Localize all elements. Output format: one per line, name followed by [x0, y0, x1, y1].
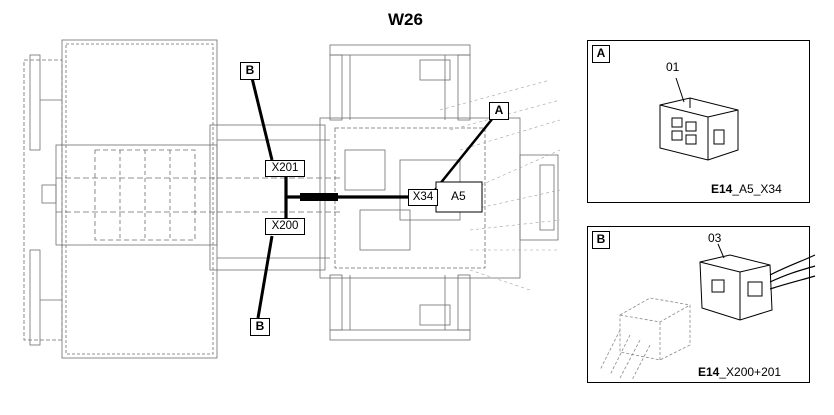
diagram-title: W26 — [388, 10, 423, 29]
detail-a-tag: A — [592, 45, 610, 63]
connector-x201-label: X201 — [265, 160, 305, 177]
mating-connector-drawing — [599, 297, 691, 381]
connector-03-drawing — [699, 243, 816, 321]
module-a5-box — [435, 181, 483, 213]
detail-a-caption: E14_A5_X34 — [711, 182, 782, 196]
module-a5-label: A5 — [451, 189, 466, 203]
detail-b-caption-bold: E14 — [698, 365, 720, 379]
callout-b-top: B — [240, 62, 260, 80]
detail-b-caption: E14_X200+201 — [698, 365, 781, 379]
detail-a-caption-bold: E14 — [711, 182, 733, 196]
leader-b-top — [250, 77, 274, 161]
callout-b-bottom: B — [250, 318, 270, 336]
leader-b-bottom — [256, 235, 274, 319]
connector-01-drawing — [659, 77, 739, 161]
connector-x34-label: X34 — [408, 189, 438, 206]
connector-x200-label: X200 — [265, 218, 305, 235]
detail-a-panel — [587, 40, 810, 203]
machine-outline — [23, 39, 561, 359]
drum-frame — [61, 39, 218, 359]
wire-harness — [250, 77, 494, 319]
callout-a: A — [489, 102, 509, 120]
detail-a-caption-rest: _A5_X34 — [732, 182, 782, 196]
detail-b-tag: B — [592, 231, 610, 249]
part-number-01: 01 — [666, 60, 680, 74]
detail-b-panel — [587, 226, 810, 383]
detail-b-caption-rest: _X200+201 — [719, 365, 782, 379]
part-number-03: 03 — [708, 231, 722, 245]
leader-a — [434, 117, 494, 191]
